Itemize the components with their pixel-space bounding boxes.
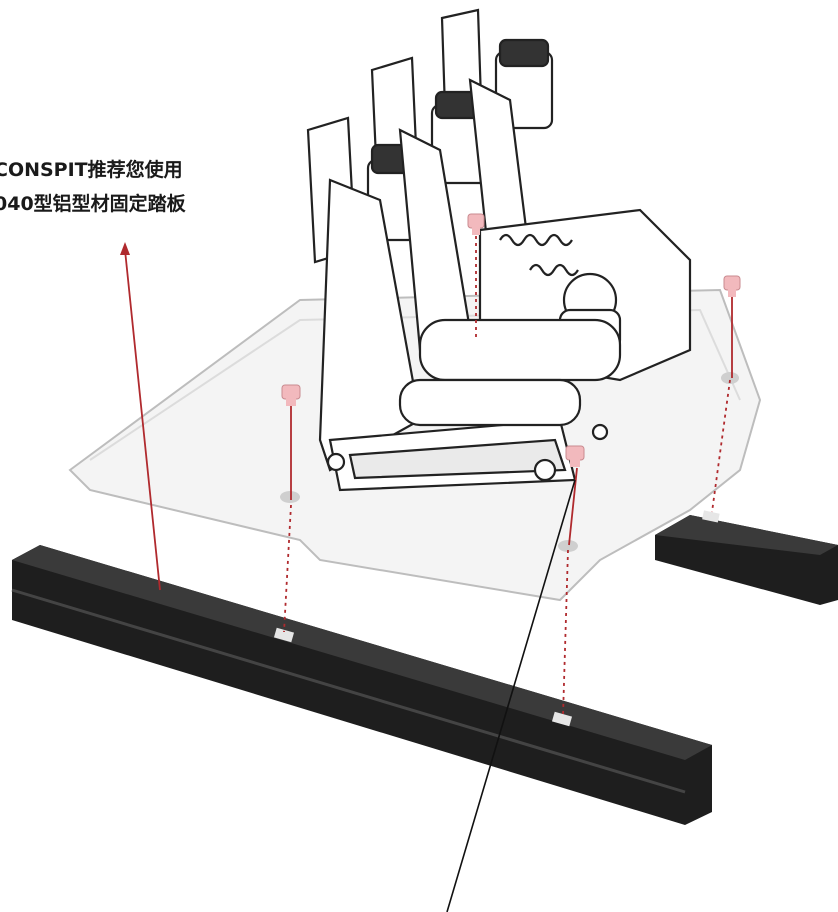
- callout-line-1: CONSPIT推荐您使用: [0, 159, 183, 181]
- extrusion-rail-rear: [655, 510, 838, 605]
- extrusion-rail-front: [11, 545, 712, 825]
- leader-line: [446, 479, 576, 912]
- bolt-center: [467, 213, 485, 235]
- bolt-right: [723, 275, 741, 297]
- bolt-left: [281, 384, 301, 406]
- bolt-front: [565, 445, 585, 467]
- callout-text: CONSPIT推荐您使用 040型铝型材固定踏板: [0, 153, 280, 221]
- pedal-assembly: [306, 8, 692, 492]
- callout-line-2: 040型铝型材固定踏板: [0, 193, 186, 215]
- guide-lines: [120, 236, 733, 717]
